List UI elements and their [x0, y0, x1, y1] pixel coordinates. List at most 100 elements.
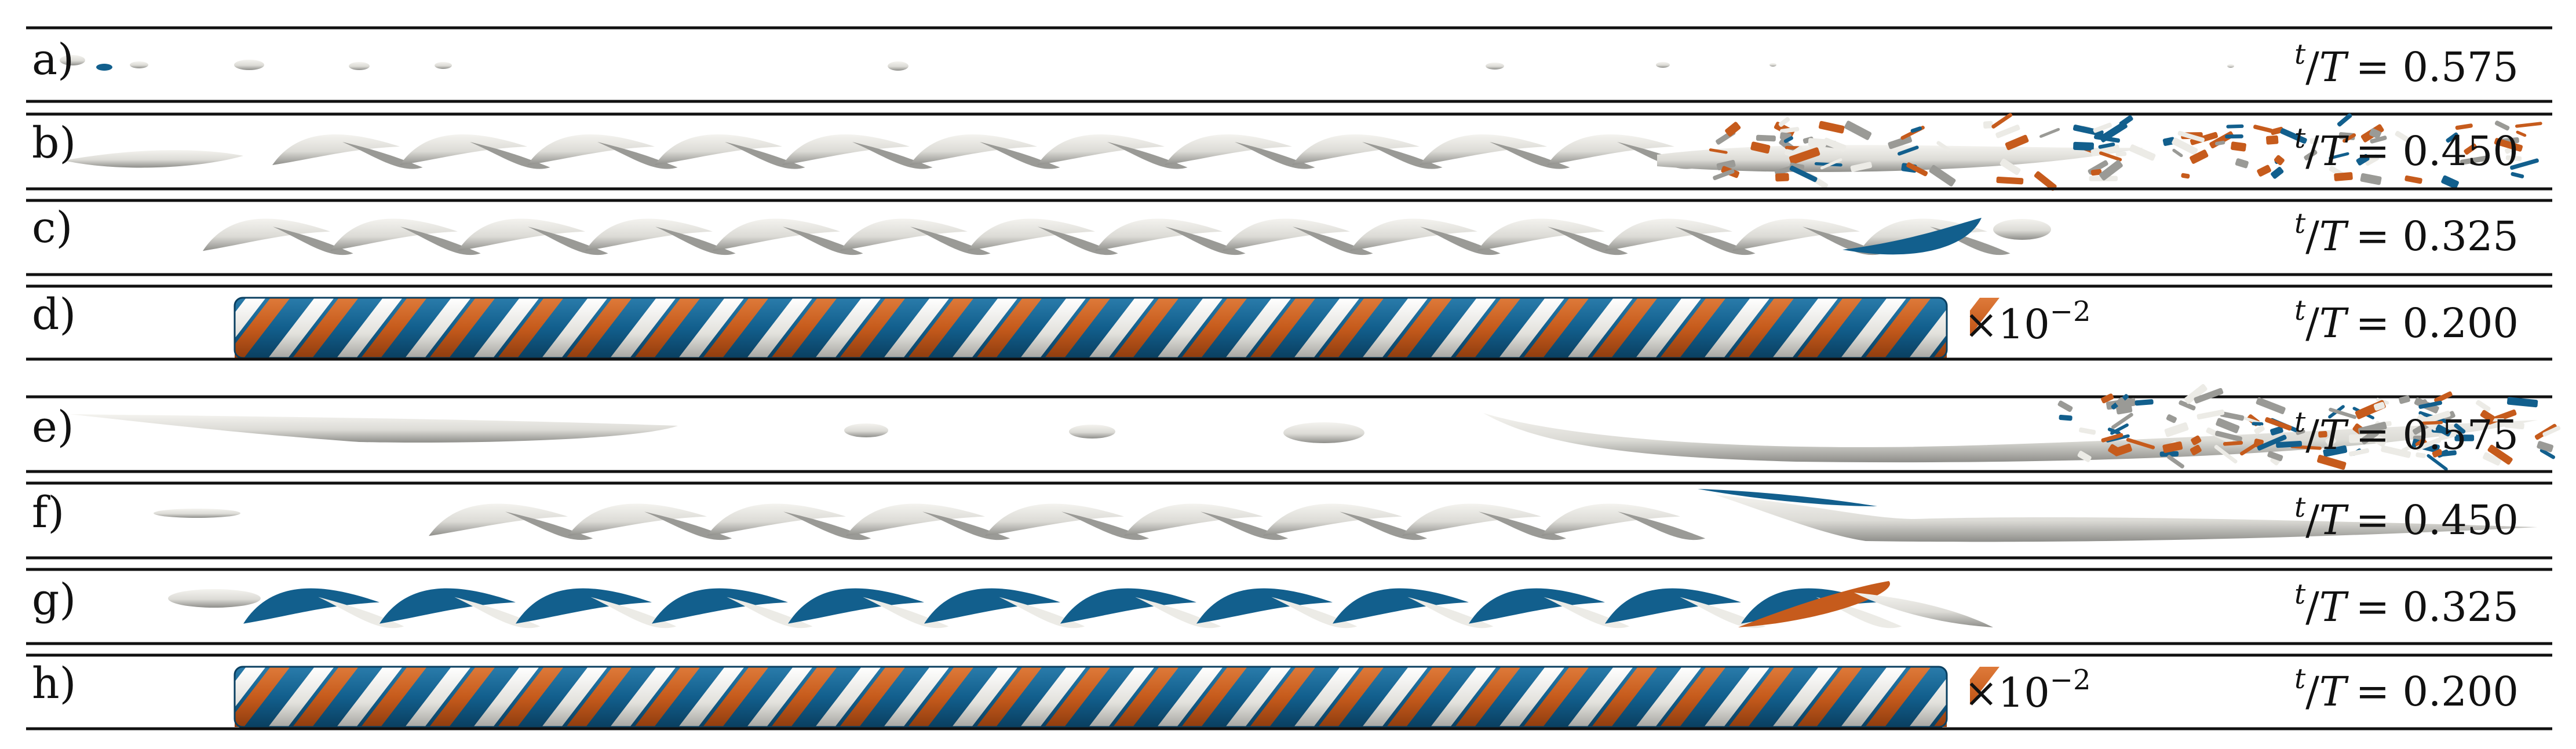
turbulent-fragment — [2090, 144, 2120, 156]
turbulent-fragment — [2126, 437, 2155, 450]
tube-stripe-light — [1089, 667, 1155, 727]
turbulent-fragment — [1756, 134, 1776, 142]
panel-c-helix-segment — [713, 218, 840, 251]
turbulent-fragment — [2162, 137, 2176, 146]
tube-stripe-orange — [1865, 298, 1931, 358]
panel-e: e) t/T= 0.575 — [26, 383, 2561, 473]
tube-stripe-light — [678, 667, 745, 727]
turbulent-fragment — [2343, 133, 2356, 143]
panel-f-visual — [154, 489, 2538, 542]
turbulent-fragment — [2226, 124, 2244, 129]
turbulent-fragment — [1850, 162, 1872, 172]
turbulent-fragment — [2446, 132, 2458, 143]
panel-f-helix-segment — [1402, 503, 1541, 536]
panel-f-helix-segment — [568, 503, 707, 536]
turbulent-fragment — [2196, 409, 2225, 420]
panel-e-jet — [70, 414, 678, 443]
tube-mask-right — [1947, 295, 1970, 360]
turbulent-fragment — [2365, 154, 2380, 166]
panel-f-blob — [154, 509, 240, 518]
turbulent-fragment — [2494, 120, 2510, 131]
tube-stripe-orange — [703, 667, 769, 727]
turbulent-fragment — [1999, 158, 2021, 176]
turbulent-fragment — [2370, 136, 2387, 144]
turbulent-fragment — [1775, 173, 1789, 182]
turbulent-fragment — [2257, 165, 2271, 177]
turbulent-fragment — [1779, 138, 1797, 154]
tube-stripe-light — [1225, 298, 1291, 358]
panel-d-time: t/T= 0.200 — [2294, 294, 2519, 347]
turbulent-fragment — [1888, 135, 1913, 149]
turbulent-fragment — [2073, 141, 2094, 151]
tube-mask-left — [174, 664, 235, 729]
tube-stripe-orange — [293, 298, 359, 358]
panel-a-blob — [96, 64, 112, 71]
panel-f-helix-segment — [1124, 503, 1263, 536]
turbulent-fragment — [2421, 410, 2451, 425]
tube-stripe-orange — [1455, 667, 1521, 727]
panel-e-blob — [1283, 422, 1364, 443]
turbulent-fragment — [2191, 435, 2202, 445]
panel-g-helix-segment — [380, 588, 516, 624]
turbulent-fragment — [1929, 165, 1956, 187]
turbulent-fragment — [2090, 169, 2102, 176]
tube-stripe-light — [268, 667, 334, 727]
tube-stripe-orange — [771, 298, 837, 358]
tube-stripe-light — [542, 667, 608, 727]
turbulent-fragment — [1789, 165, 1818, 182]
turbulent-fragment — [2190, 149, 2209, 164]
panel-a-blob — [349, 62, 370, 70]
tube-stripe-orange — [1797, 298, 1863, 358]
panel-b-label: b) — [32, 118, 76, 168]
tube-stripe-orange — [566, 667, 632, 727]
turbulent-fragment — [2162, 441, 2183, 453]
turbulent-fragment — [1750, 141, 1771, 154]
panel-g-helix-segment — [1196, 588, 1333, 624]
turbulent-fragment — [2432, 449, 2443, 458]
tube-stripe-orange — [1660, 667, 1726, 727]
turbulent-fragment — [2510, 158, 2539, 170]
turbulent-fragment — [2223, 441, 2243, 446]
tube-stripe-light — [1157, 298, 1223, 358]
tube-stripe-light — [1020, 667, 1086, 727]
turbulent-fragment — [2106, 434, 2130, 443]
turbulent-fragment — [1716, 160, 1736, 171]
tube-stripe-orange — [1728, 298, 1794, 358]
panel-f-helix-segment-shade — [1618, 511, 1706, 540]
tube-stripe-orange — [703, 298, 769, 358]
turbulent-fragment — [1991, 113, 2013, 129]
turbulent-fragment — [2480, 410, 2495, 423]
panel-g-blob — [168, 589, 261, 608]
panel-f-helix-segment — [707, 503, 846, 536]
panel-g-time: t/T= 0.325 — [2294, 578, 2519, 631]
turbulent-fragment — [2240, 440, 2261, 456]
tube-stripe-light — [747, 298, 813, 358]
tube-stripe-orange — [224, 667, 290, 727]
tube-stripe-orange — [224, 298, 290, 358]
turbulent-fragment — [1783, 136, 1793, 143]
turbulent-fragment — [2115, 397, 2126, 407]
panel-a-visual — [60, 55, 2234, 71]
turbulent-fragment — [2099, 151, 2122, 162]
turbulent-fragment — [2167, 455, 2185, 469]
panel-c-helix-segment — [1350, 218, 1477, 251]
turbulent-fragment — [2111, 412, 2133, 429]
turbulent-fragment — [2418, 400, 2443, 409]
panel-b-helix-segment — [910, 134, 1037, 165]
panel-g-visual — [168, 581, 1993, 629]
turbulent-fragment — [2504, 421, 2524, 430]
panel-f-label: f) — [32, 488, 64, 538]
tube-stripe-orange — [1592, 298, 1658, 358]
turbulent-fragment — [2215, 140, 2225, 146]
panel-c-helix-segment — [585, 218, 713, 251]
tube-stripe-light — [1841, 667, 1907, 727]
panel-a-blob — [130, 61, 148, 68]
tube-stripe-orange — [429, 667, 495, 727]
turbulent-fragment — [1788, 146, 1804, 159]
panel-c-helix-segment — [1605, 218, 1732, 251]
turbulent-fragment — [2077, 451, 2092, 462]
turbulent-fragment — [2421, 421, 2443, 425]
panel-c-helix-segment — [330, 218, 458, 251]
panel-c-label: c) — [32, 203, 72, 253]
tube-stripe-light — [542, 298, 608, 358]
